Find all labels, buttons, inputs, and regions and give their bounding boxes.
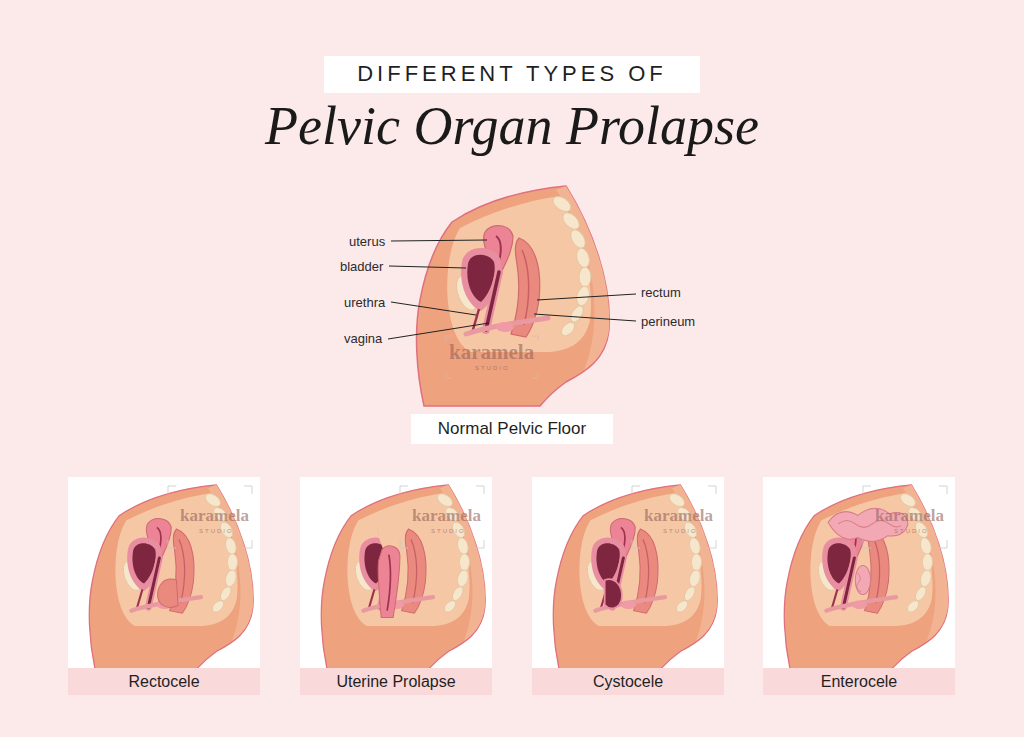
watermark: karamela bbox=[180, 506, 249, 526]
part-label: bladder bbox=[340, 260, 383, 275]
node-text: Normal Pelvic Floor bbox=[438, 419, 586, 439]
watermark: karamela bbox=[449, 340, 534, 364]
panel-enterocele bbox=[763, 477, 955, 672]
watermark-sub: STUDIO bbox=[663, 528, 698, 535]
panel-rectocele bbox=[68, 477, 260, 672]
figure-caption-box: Normal Pelvic Floor bbox=[411, 414, 613, 444]
panel-uterine-prolapse bbox=[300, 477, 492, 672]
part-label: vagina bbox=[344, 332, 382, 347]
watermark: karamela bbox=[875, 506, 944, 526]
watermark-sub: STUDIO bbox=[475, 365, 510, 372]
node-text: Uterine Prolapse bbox=[336, 672, 455, 691]
watermark-sub: STUDIO bbox=[431, 528, 466, 535]
caption-band: Cystocele bbox=[532, 668, 724, 695]
caption-band: Rectocele bbox=[68, 668, 260, 695]
part-label: urethra bbox=[344, 296, 385, 311]
watermark: karamela bbox=[644, 506, 713, 526]
part-label: rectum bbox=[641, 286, 681, 301]
subtitle-band: DIFFERENT TYPES OF bbox=[324, 56, 700, 93]
watermark-sub: STUDIO bbox=[199, 528, 234, 535]
part-label: uterus bbox=[349, 235, 385, 250]
panel-cystocele bbox=[532, 477, 724, 672]
caption-band: Enterocele bbox=[763, 668, 955, 695]
watermark: karamela bbox=[412, 506, 481, 526]
part-label: perineum bbox=[641, 315, 695, 330]
node-text: Enterocele bbox=[821, 672, 898, 691]
normal-pelvis-figure bbox=[417, 186, 610, 406]
title-text: Pelvic Organ Prolapse bbox=[265, 95, 759, 157]
caption-band: Uterine Prolapse bbox=[300, 668, 492, 695]
node-text: Cystocele bbox=[593, 672, 663, 691]
watermark-sub: STUDIO bbox=[894, 528, 929, 535]
leader-lines bbox=[388, 240, 636, 339]
node-text: DIFFERENT TYPES OF bbox=[357, 61, 667, 87]
node-text: Rectocele bbox=[128, 672, 199, 691]
